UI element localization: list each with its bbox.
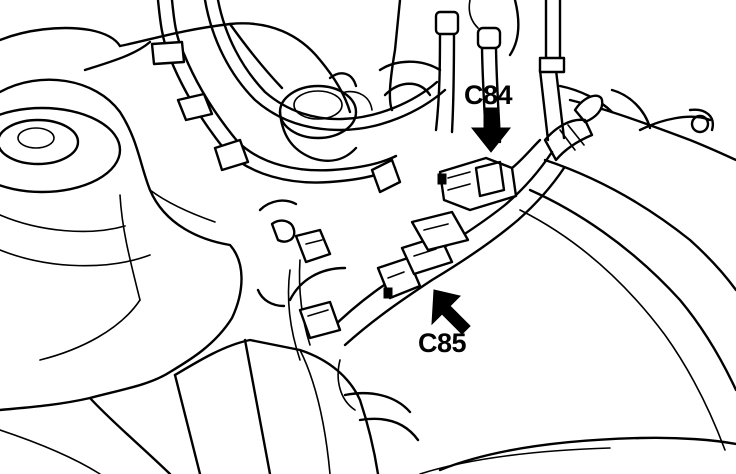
vacuum-hoses	[150, 0, 447, 194]
label-c85: C85	[418, 328, 467, 358]
lower-body	[0, 338, 736, 474]
c84-arrow	[470, 107, 512, 153]
connector-c84	[437, 138, 542, 212]
fender-arch	[519, 84, 736, 451]
wire-harness	[287, 150, 566, 411]
connector-c85	[376, 210, 470, 300]
label-c84: C84	[464, 80, 513, 110]
hose-clamp	[543, 94, 604, 162]
top-right-lines	[388, 0, 566, 144]
left-connectors	[256, 199, 342, 340]
c85-arrow	[431, 289, 471, 335]
strut-tower	[0, 26, 243, 412]
